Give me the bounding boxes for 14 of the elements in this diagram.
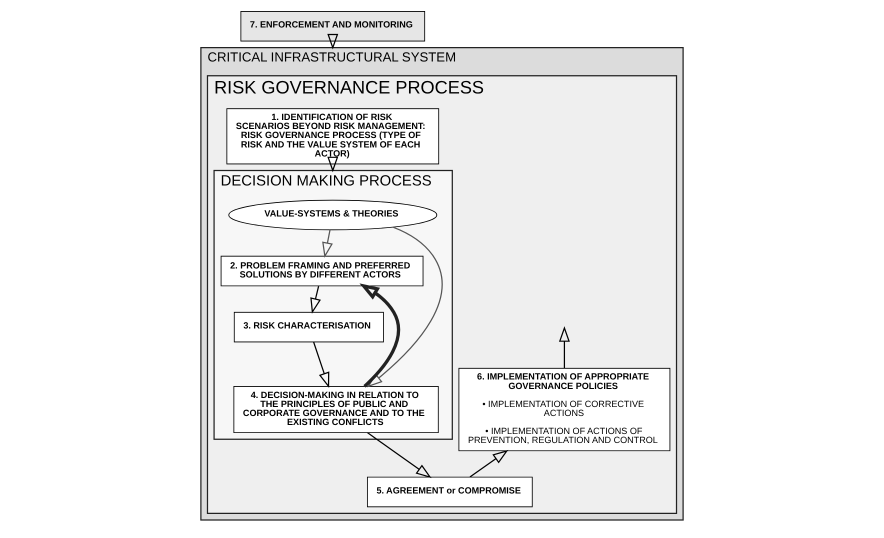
arrow xyxy=(327,156,338,172)
node-box: 4. DECISION-MAKING IN RELATION TO THE PRINCIPLES OF PUBLIC AND CORPORATE GOVERNANCE AND TO THE EXISTING CONFLICTS xyxy=(233,386,439,434)
arrow xyxy=(558,326,570,368)
arrow xyxy=(313,342,330,388)
arrow xyxy=(327,34,338,50)
node-ellipse: VALUE-SYSTEMS & THEORIES xyxy=(228,200,438,230)
node-box: 6. IMPLEMENTATION OF APPROPRIATE GOVERNANCE POLICIES • IMPLEMENTATION OF CORRECTIVE ACTIONS • IMPLEMENTATION OF ACTIONS OF PREVENTION, REGULATION AND CONTROL xyxy=(458,368,670,452)
node-box: 3. RISK CHARACTERISATION xyxy=(234,312,384,342)
arrow xyxy=(310,286,321,314)
arrow xyxy=(322,230,333,258)
arrow xyxy=(367,432,432,478)
node-box: 5. AGREEMENT or COMPROMISE xyxy=(366,476,533,508)
node-box: 2. PROBLEM FRAMING AND PREFERRED SOLUTIONS BY DIFFERENT ACTORS xyxy=(220,256,424,286)
arrow xyxy=(470,450,508,478)
